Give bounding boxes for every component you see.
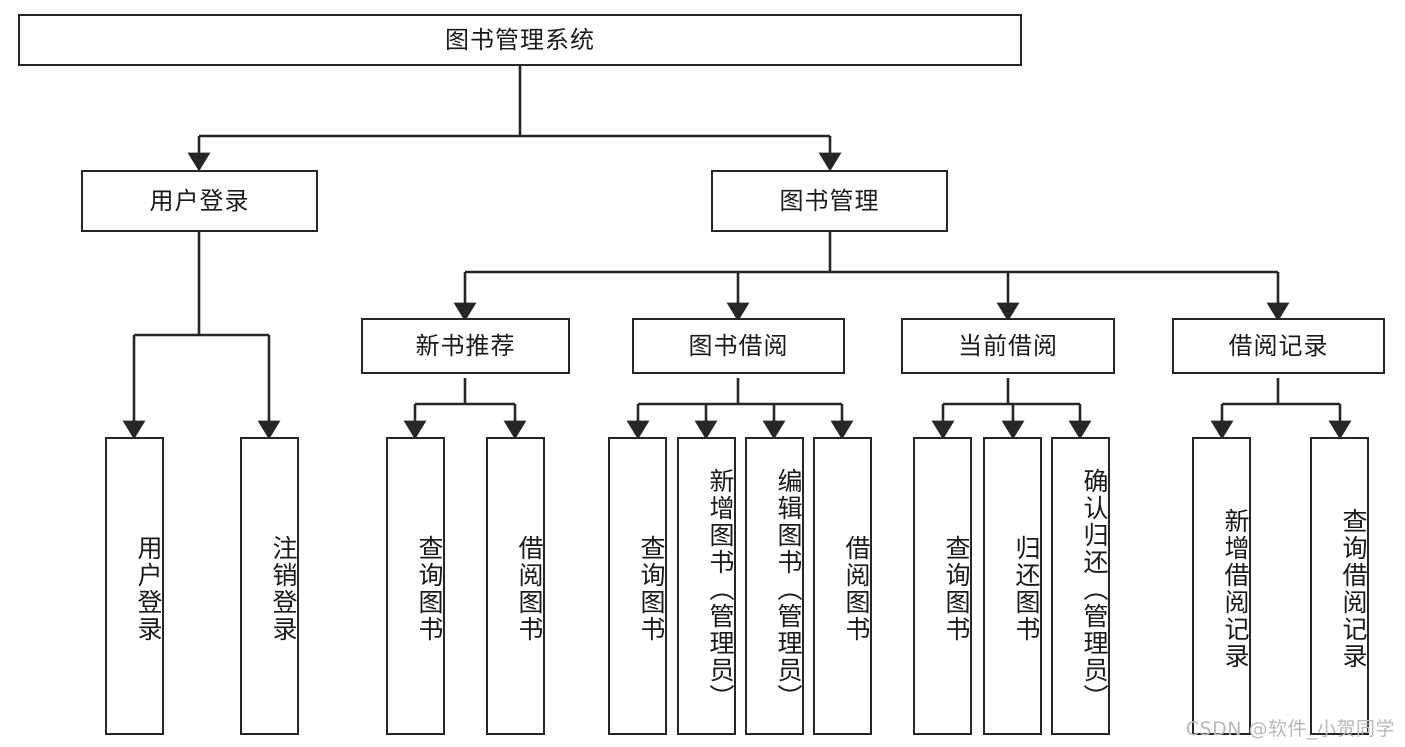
leaf-label: 查询借阅记录 — [1339, 508, 1368, 670]
leaf-label: 借阅图书 — [842, 535, 871, 643]
leaf-borrow-query-book[interactable]: 查询图书 — [608, 437, 667, 735]
leaf-record-query-record[interactable]: 查询借阅记录 — [1310, 437, 1369, 735]
leaf-record-add-record[interactable]: 新增借阅记录 — [1192, 437, 1251, 735]
leaf-label: 新增图书（管理员） — [706, 467, 735, 711]
node-new-book-recommend[interactable]: 新书推荐 — [361, 318, 570, 374]
leaf-recommend-borrow-book[interactable]: 借阅图书 — [486, 437, 545, 735]
node-borrow-record-label: 借阅记录 — [1228, 331, 1329, 360]
node-book-management[interactable]: 图书管理 — [711, 170, 948, 232]
node-current-borrow-label: 当前借阅 — [958, 331, 1058, 360]
watermark: CSDN @软件_小贺同学 — [1185, 718, 1395, 740]
node-root-label: 图书管理系统 — [445, 25, 595, 54]
leaf-label: 确认归还（管理员） — [1080, 467, 1109, 711]
leaf-user-login-logout[interactable]: 注销登录 — [240, 437, 299, 735]
leaf-borrow-edit-book[interactable]: 编辑图书（管理员） — [745, 437, 804, 735]
node-book-management-label: 图书管理 — [779, 186, 880, 215]
leaf-current-return-book[interactable]: 归还图书 — [983, 437, 1042, 735]
leaf-label: 用户登录 — [134, 535, 163, 643]
leaf-label: 查询图书 — [637, 535, 666, 643]
leaf-current-confirm-return[interactable]: 确认归还（管理员） — [1051, 437, 1110, 735]
leaf-label: 借阅图书 — [515, 535, 544, 643]
leaf-current-query-book[interactable]: 查询图书 — [913, 437, 972, 735]
leaf-borrow-borrow-book[interactable]: 借阅图书 — [813, 437, 872, 735]
node-current-borrow[interactable]: 当前借阅 — [901, 318, 1115, 374]
leaf-borrow-add-book[interactable]: 新增图书（管理员） — [677, 437, 736, 735]
leaf-label: 注销登录 — [269, 535, 298, 643]
node-borrow-record[interactable]: 借阅记录 — [1172, 318, 1385, 374]
node-root[interactable]: 图书管理系统 — [18, 14, 1022, 66]
leaf-label: 归还图书 — [1012, 535, 1041, 643]
node-book-borrow[interactable]: 图书借阅 — [632, 318, 845, 374]
leaf-label: 查询图书 — [415, 535, 444, 643]
leaf-label: 编辑图书（管理员） — [774, 467, 803, 711]
leaf-label: 查询图书 — [942, 535, 971, 643]
leaf-recommend-query-book[interactable]: 查询图书 — [386, 437, 445, 735]
node-new-book-recommend-label: 新书推荐 — [415, 331, 516, 360]
node-user-login-label: 用户登录 — [149, 186, 250, 215]
leaf-label: 新增借阅记录 — [1221, 508, 1250, 670]
node-user-login[interactable]: 用户登录 — [81, 170, 318, 232]
node-book-borrow-label: 图书借阅 — [688, 331, 789, 360]
leaf-user-login-login[interactable]: 用户登录 — [105, 437, 164, 735]
